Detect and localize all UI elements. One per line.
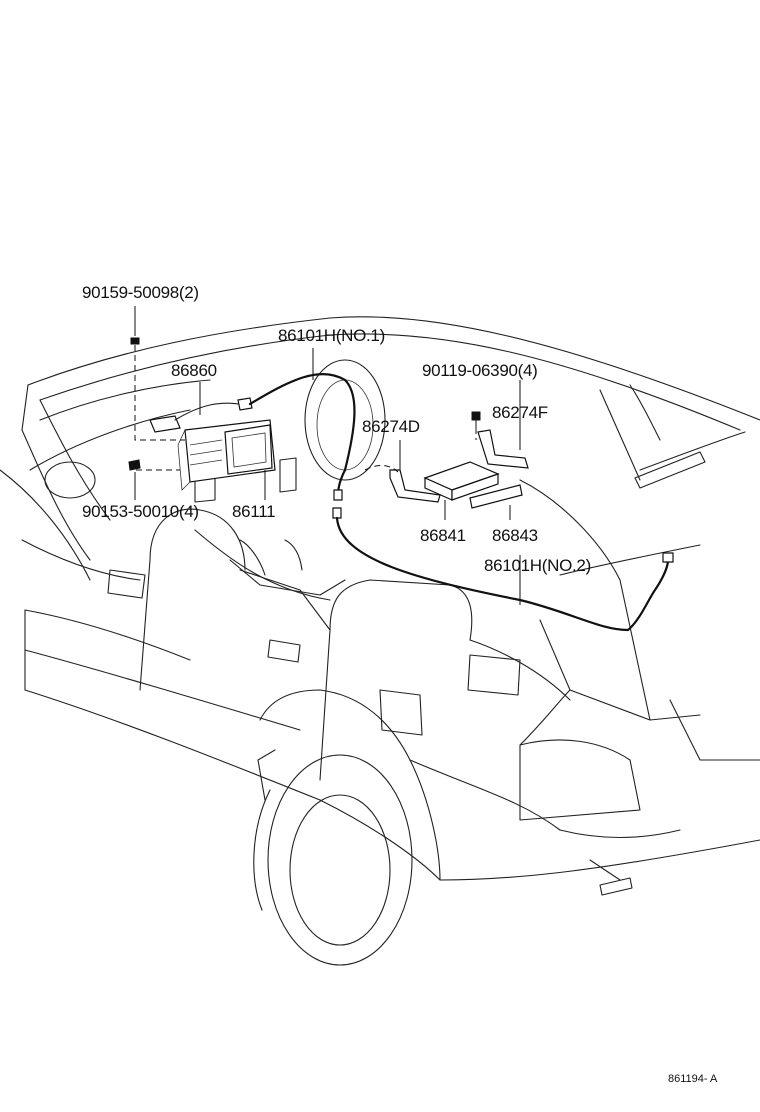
amplifier-86841	[423, 461, 500, 501]
wire-harness-no1	[248, 372, 356, 501]
label-86860: 86860	[171, 361, 217, 380]
reference-lines	[134, 345, 477, 473]
display-unit-86111	[177, 419, 276, 491]
label-86111: 86111	[232, 502, 275, 521]
vehicle-body	[0, 316, 760, 966]
leader-lines	[134, 306, 521, 605]
label-90153-50010: 90153-50010(4)	[82, 502, 199, 521]
part-labels: 90159-50098(2) 86101H(NO.1) 86860 90119-…	[82, 283, 591, 575]
label-90159-50098: 90159-50098(2)	[82, 283, 199, 302]
label-86841: 86841	[420, 526, 466, 545]
bracket-86274d	[389, 469, 441, 503]
label-86274d: 86274D	[362, 417, 420, 436]
label-86101h-no2: 86101H(NO.2)	[484, 556, 591, 575]
figure-number: 861194- A	[668, 1073, 718, 1085]
label-86101h-no1: 86101H(NO.1)	[278, 326, 385, 345]
bolts	[128, 337, 481, 471]
wire-harness-no2	[332, 507, 674, 632]
label-90119-06390: 90119-06390(4)	[422, 361, 538, 380]
antenna-module-86860	[149, 397, 253, 433]
label-86843: 86843	[492, 526, 538, 545]
label-86274f: 86274F	[492, 403, 548, 422]
bracket-86274f	[477, 429, 529, 469]
cover-86843	[469, 484, 523, 509]
